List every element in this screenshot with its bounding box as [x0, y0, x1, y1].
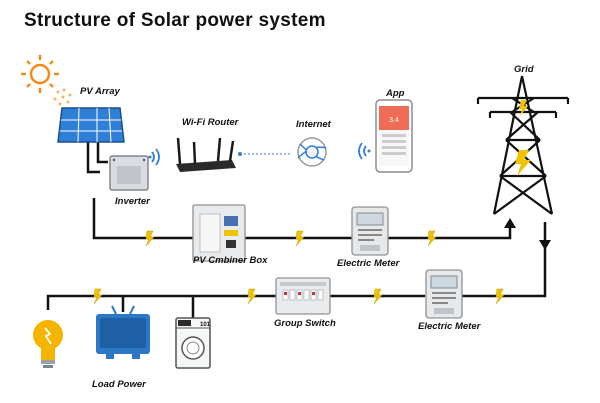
combiner-box-icon: [192, 204, 246, 262]
wifi-icon-inverter: [148, 148, 160, 166]
transmission-tower-icon: [476, 75, 570, 215]
internet-label: Internet: [296, 119, 331, 130]
bolt-icon: [145, 230, 155, 247]
washer-badge: 101: [200, 322, 211, 328]
smartphone-icon: [375, 99, 413, 173]
combiner-box-label: PV Cmbiner Box: [193, 255, 268, 266]
pv-array-label: PV Array: [80, 86, 120, 97]
wifi-router-icon: [176, 137, 236, 172]
bolt-icon: [373, 288, 383, 305]
light-bulb-icon: [33, 320, 63, 368]
electric-meter-label: Electric Meter: [337, 258, 400, 269]
bolt-icon: [295, 230, 305, 247]
washing-machine-icon: [175, 317, 211, 369]
wifi-icon-app: [358, 142, 371, 160]
sun-rays-icon: [53, 88, 72, 106]
wifi-router-label: Wi-Fi Router: [182, 117, 239, 128]
grid-arrow-up: [504, 218, 516, 228]
load-power-label: Load Power: [92, 379, 146, 390]
group-switch-icon: [275, 277, 331, 315]
panel-to-inverter-wire: [86, 140, 100, 174]
grid-down-line: [452, 222, 547, 298]
electric-meter-label-2: Electric Meter: [418, 321, 481, 332]
bolt-icon: [247, 288, 257, 305]
app-screen-value: 3.4: [389, 117, 399, 124]
app-label: App: [386, 88, 405, 99]
bolt-icon: [427, 230, 437, 247]
group-switch-label: Group Switch: [274, 318, 336, 329]
electric-meter-icon-2: [425, 269, 463, 319]
inverter-icon: [109, 155, 149, 191]
internet-icon: [297, 137, 327, 167]
bolt-icon: [93, 288, 103, 305]
tv-icon: [96, 305, 150, 359]
solar-panel-icon: [57, 107, 125, 143]
lower-bus-line: [46, 294, 425, 310]
page-title: Structure of Solar power system: [24, 10, 326, 31]
grid-arrow-down: [539, 240, 551, 250]
grid-label: Grid: [514, 64, 534, 75]
sun-icon: [21, 55, 59, 93]
electric-meter-icon: [351, 206, 389, 256]
inverter-label: Inverter: [115, 196, 150, 207]
bolt-icon: [495, 288, 505, 305]
grid-bolt-icons: [515, 100, 531, 176]
panel-to-inverter-wire-2: [96, 140, 108, 164]
